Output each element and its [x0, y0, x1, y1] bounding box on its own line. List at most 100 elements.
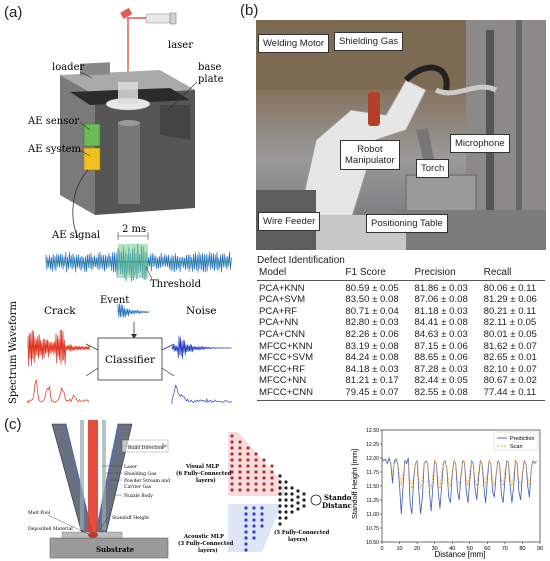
network-node: [246, 482, 250, 486]
network-node: [270, 476, 274, 480]
network-node: [254, 452, 258, 456]
network-node: [302, 498, 306, 502]
cell-model: MFCC+CNN: [257, 386, 344, 401]
label-shielding-gas: Shielding Gas: [334, 32, 404, 51]
network-node: [260, 518, 264, 522]
network-node: [230, 488, 234, 492]
cell-precision: 82.44 ± 0.05: [414, 375, 468, 387]
label-microphone: Microphone: [450, 134, 510, 153]
legend-label: Prediction: [510, 436, 534, 442]
x-tick-label: 60: [484, 546, 490, 552]
cell-recall: 82.10 ± 0.07: [483, 363, 537, 375]
spectrum-label: Spectrum: [8, 354, 19, 404]
x-tick-label: 20: [414, 546, 420, 552]
y-tick-label: 11.25: [366, 498, 379, 504]
network-node: [270, 470, 274, 474]
network-node: [230, 470, 234, 474]
cell-precision: 84.41 ± 0.08: [414, 317, 468, 329]
panel-a-diagram: laser loader base plate AE sensor AE sys…: [8, 7, 232, 404]
cell-recall: 80.01 ± 0.05: [483, 328, 537, 340]
event-label: Event: [100, 295, 129, 306]
network-node: [262, 488, 266, 492]
build-direction-label: Build Direction: [128, 445, 163, 451]
y-tick-label: 11.00: [366, 512, 379, 518]
y-tick-label: 12.00: [366, 456, 379, 462]
cell-recall: 82.65 ± 0.01: [483, 352, 537, 364]
network-node: [238, 482, 242, 486]
network-node: [244, 542, 248, 546]
col-precision: Precision: [412, 267, 482, 281]
cell-f1: 83.19 ± 0.08: [345, 340, 399, 352]
cell-f1: 84.24 ± 0.08: [345, 352, 399, 364]
network-node: [296, 489, 300, 493]
network-node: [246, 464, 250, 468]
cell-precision: 82.55 ± 0.08: [412, 386, 482, 401]
network-node: [262, 470, 266, 474]
network-node: [246, 446, 250, 450]
panel-label-a: (a): [4, 4, 23, 21]
waveform-label: Waveform: [8, 301, 19, 352]
network-node: [246, 452, 250, 456]
cell-precision: 81.18 ± 0.03: [414, 305, 468, 317]
col-recall: Recall: [481, 267, 545, 281]
network-node: [246, 470, 250, 474]
cell-f1: 82.26 ± 0.06: [345, 328, 399, 340]
network-node: [262, 464, 266, 468]
ae-signal-label: AE signal: [51, 230, 100, 241]
network-node: [244, 536, 248, 540]
y-tick-label: 11.75: [366, 470, 379, 476]
powder-stream-label-1: Powder Stream and: [124, 478, 170, 484]
label-robot-manipulator: Robot Manipulator: [340, 140, 400, 170]
network-node: [302, 492, 306, 496]
network-node: [238, 470, 242, 474]
network-node: [230, 446, 234, 450]
network-node: [262, 482, 266, 486]
network-node: [284, 510, 288, 514]
cell-recall: 82.11 ± 0.05: [483, 317, 537, 329]
cell-precision: 84.63 ± 0.03: [414, 328, 468, 340]
cell-recall: 80.06 ± 0.11: [483, 282, 537, 294]
y-tick-label: 10.75: [366, 526, 379, 532]
label-positioning-table: Positioning Table: [366, 214, 448, 233]
network-node: [244, 530, 248, 534]
classifier-box: [97, 337, 163, 381]
network-node: [278, 510, 282, 514]
acoustic-mlp-label-2: (3 Fully-Connected: [178, 540, 234, 547]
melt-pool-label: Melt Pool: [28, 510, 51, 516]
series-line-scan: [382, 459, 537, 489]
cell-recall: 80.67 ± 0.02: [483, 375, 537, 387]
deposited-material-label: Deposited Material: [28, 526, 73, 532]
network-node: [230, 458, 234, 462]
crack-waveform: [27, 329, 90, 367]
network-node: [246, 488, 250, 492]
network-node: [230, 434, 234, 438]
ae-sensor-label: AE sensor: [27, 116, 79, 127]
nozzle-body-label: Nozzle Body: [124, 493, 153, 499]
x-tick-label: 90: [537, 546, 543, 552]
cell-f1: 80.71 ± 0.04: [345, 305, 399, 317]
network-node: [238, 446, 242, 450]
base-plate-label-1: base: [198, 62, 221, 73]
cell-precision: 88.65 ± 0.06: [414, 352, 468, 364]
label-welding-motor: Welding Motor: [258, 34, 330, 53]
cell-f1: 80.59 ± 0.05: [345, 282, 399, 294]
network-node: [262, 476, 266, 480]
network-node: [278, 522, 282, 526]
cell-model: PCA+CNN: [259, 328, 306, 340]
nozzle-diagram: Build Direction Laser Shielding Gas Powd…: [28, 420, 170, 559]
network-node: [254, 476, 258, 480]
cell-precision: 81.86 ± 0.03: [414, 282, 468, 294]
network-node: [270, 488, 274, 492]
cell-precision: 87.06 ± 0.08: [414, 294, 468, 306]
cell-model: PCA+SVM: [259, 294, 306, 306]
cell-f1: 84.18 ± 0.03: [345, 363, 399, 375]
col-model: Model: [257, 267, 344, 281]
cell-model: PCA+RF: [259, 305, 298, 317]
